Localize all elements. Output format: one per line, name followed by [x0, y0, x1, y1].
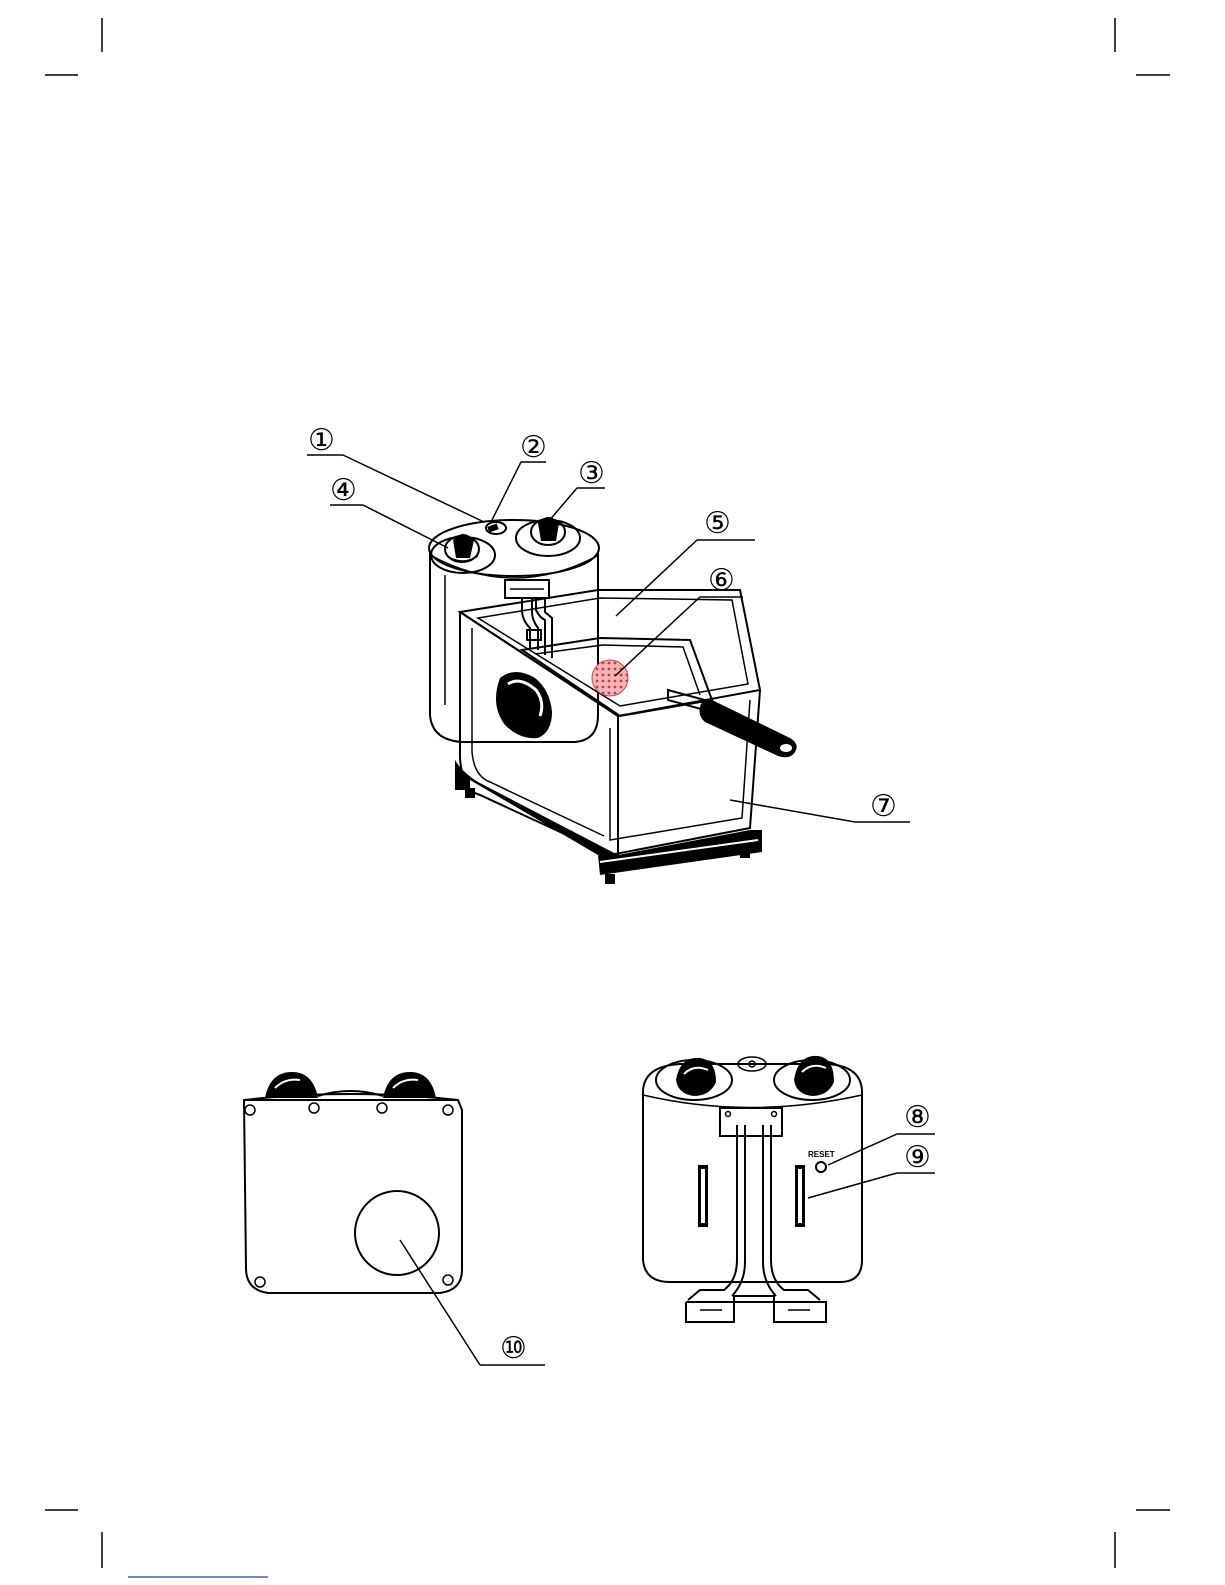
- fryer-rear-view: RESET: [643, 1056, 862, 1322]
- callout-8: ⑧: [904, 1100, 931, 1135]
- reset-label: RESET: [808, 1150, 835, 1159]
- leader-lines: [307, 455, 935, 1365]
- callout-10: ⑩: [500, 1331, 527, 1366]
- crop-marks: [45, 18, 1170, 1568]
- callout-2: ②: [520, 430, 547, 465]
- callout-4: ④: [330, 473, 357, 508]
- callout-7: ⑦: [870, 789, 897, 824]
- callout-3: ③: [578, 456, 605, 491]
- callout-9: ⑨: [904, 1140, 931, 1175]
- fryer-side-view: [244, 1072, 462, 1293]
- viewing-window: [592, 660, 628, 696]
- callout-6: ⑥: [708, 563, 735, 598]
- callout-1: ①: [308, 423, 335, 458]
- fryer-main-view: [429, 517, 797, 884]
- callout-5: ⑤: [704, 506, 731, 541]
- reset-button[interactable]: [816, 1162, 826, 1172]
- callout-numbers: ① ② ③ ④ ⑤ ⑥ ⑦ ⑧ ⑨ ⑩: [308, 423, 931, 1366]
- fryer-base: [455, 760, 762, 875]
- filter-cover: [355, 1191, 439, 1275]
